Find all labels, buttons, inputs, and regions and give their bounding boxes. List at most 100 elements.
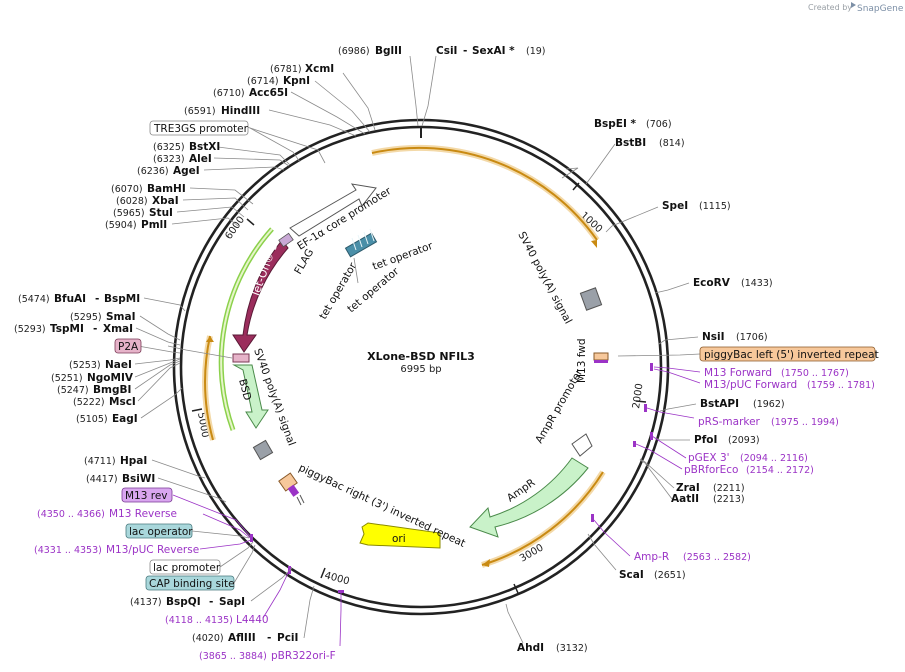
p2a-feature[interactable] xyxy=(232,353,250,363)
svg-text:(6710): (6710) xyxy=(213,88,245,99)
svg-text:(2154 .. 2172): (2154 .. 2172) xyxy=(746,465,814,476)
svg-text:(6028): (6028) xyxy=(116,196,148,207)
enzyme-spei: SpeI(1115) xyxy=(662,200,731,212)
enzyme-hpai: (4711)HpaI xyxy=(84,455,147,467)
enzyme-nsii: NsiI(1706) xyxy=(702,331,768,343)
sv40-right-label: SV40 poly(A) signal xyxy=(515,230,574,326)
feature-tag-p2a[interactable]: P2A xyxy=(114,338,142,354)
enzyme-agei: (6236)AgeI xyxy=(137,165,200,177)
enzyme-ngomiv: (5251) NgoMIV xyxy=(51,372,134,384)
credit-prefix: Created by xyxy=(808,3,852,12)
ef1a-promoter-feature[interactable] xyxy=(289,183,377,237)
enzyme-afliii: (4020)AflIII-PciI xyxy=(192,632,298,644)
svg-text:(5251): (5251) xyxy=(51,373,83,384)
svg-text:StuI: StuI xyxy=(149,207,173,219)
feature-tag-tre3gs[interactable]: TRE3GS promoter xyxy=(149,120,249,136)
svg-text:PciI: PciI xyxy=(277,632,298,644)
enzyme-alei: (6323)AleI xyxy=(153,153,212,165)
tet-operator-cluster[interactable] xyxy=(344,228,378,258)
svg-text:-: - xyxy=(93,323,97,335)
bsd-feature[interactable] xyxy=(232,364,269,429)
svg-text:(6591): (6591) xyxy=(184,106,216,117)
svg-text:(5904): (5904) xyxy=(105,220,137,231)
enzyme-csii: CsiI-SexAI *(19) xyxy=(436,45,546,57)
sv40-left-feature[interactable] xyxy=(252,439,274,461)
svg-text:XmaI: XmaI xyxy=(103,323,133,335)
enzyme-ecorv: EcoRV(1433) xyxy=(693,277,773,289)
sv40-right-feature[interactable] xyxy=(579,287,603,311)
svg-text:P2A: P2A xyxy=(118,341,139,353)
svg-text:PmlI: PmlI xyxy=(141,219,167,231)
enzyme-bspqi: (4137)BspQI-SapI xyxy=(130,596,245,608)
m13fwd-feature[interactable] xyxy=(594,360,608,363)
plasmid-length: 6995 bp xyxy=(400,364,441,375)
svg-text:Amp-R: Amp-R xyxy=(634,551,669,563)
svg-text:(4118 .. 4135): (4118 .. 4135) xyxy=(165,615,233,626)
ori-label: ori xyxy=(392,533,406,545)
svg-text:L4440: L4440 xyxy=(236,614,269,626)
svg-text:pGEX 3': pGEX 3' xyxy=(688,452,730,464)
teton-3g-feature[interactable] xyxy=(232,239,289,353)
svg-text:(3865 .. 3884): (3865 .. 3884) xyxy=(199,651,267,662)
svg-text:(19): (19) xyxy=(526,46,546,57)
svg-text:BspEI *: BspEI * xyxy=(594,118,637,130)
svg-text:(5222): (5222) xyxy=(73,397,105,408)
svg-text:(4417): (4417) xyxy=(86,474,118,485)
feature-tag-cap-binding[interactable]: CAP binding site xyxy=(145,575,235,591)
primer-leaders xyxy=(172,366,701,647)
primer-l4440: (4118 .. 4135)L4440 xyxy=(165,614,269,626)
svg-text:CsiI: CsiI xyxy=(436,45,457,57)
flag-feature[interactable] xyxy=(278,232,294,248)
pbac-left-feature[interactable] xyxy=(593,352,609,361)
primer-m13puc-reverse: (4331 .. 4353)M13/pUC Reverse xyxy=(34,544,199,556)
feature-tag-m13rev[interactable]: M13 rev xyxy=(121,487,173,503)
svg-text:PfoI: PfoI xyxy=(694,434,717,446)
lac-markers xyxy=(296,494,305,506)
svg-text:(3132): (3132) xyxy=(556,643,588,654)
ampr-feature[interactable] xyxy=(469,457,589,538)
ampr-promoter-feature[interactable] xyxy=(571,433,593,457)
ampr-promoter-label: AmpR promoter xyxy=(533,367,585,446)
svg-text:KpnI: KpnI xyxy=(283,75,310,87)
svg-text:BstBI: BstBI xyxy=(615,137,646,149)
svg-text:-: - xyxy=(463,45,467,57)
enzyme-pfoi: PfoI(2093) xyxy=(694,434,760,446)
svg-text:(4711): (4711) xyxy=(84,456,116,467)
m13rev-small-feature[interactable] xyxy=(287,484,300,497)
svg-text:(706): (706) xyxy=(646,119,672,130)
enzyme-bglii: (6986)BglII xyxy=(338,45,402,57)
svg-text:M13/pUC Forward: M13/pUC Forward xyxy=(704,379,797,391)
primer-m13puc-forward: M13/pUC Forward(1759 .. 1781) xyxy=(704,379,875,391)
svg-text:M13 Reverse: M13 Reverse xyxy=(109,508,177,520)
svg-text:pBR322ori-F: pBR322ori-F xyxy=(271,650,336,662)
svg-text:BglII: BglII xyxy=(375,45,402,57)
svg-text:HindIII: HindIII xyxy=(221,105,260,117)
svg-text:(5247): (5247) xyxy=(57,385,89,396)
m13fwd-label: M13 fwd xyxy=(576,338,588,383)
svg-text:NgoMIV: NgoMIV xyxy=(87,372,134,384)
svg-text:(5293): (5293) xyxy=(14,324,46,335)
svg-text:(4020): (4020) xyxy=(192,633,224,644)
svg-text:(2651): (2651) xyxy=(654,570,686,581)
feature-tag-lac-operator[interactable]: lac operator xyxy=(125,523,193,539)
svg-text:AleI: AleI xyxy=(189,153,212,165)
svg-text:(5965): (5965) xyxy=(113,208,145,219)
feature-tag-pbac-left[interactable]: piggyBac left (5') inverted repeat xyxy=(699,346,879,362)
flag-label: FLAG xyxy=(292,247,316,277)
svg-text:(6714): (6714) xyxy=(247,76,279,87)
svg-text:(4350 .. 4366): (4350 .. 4366) xyxy=(37,509,105,520)
svg-text:(2563 .. 2582): (2563 .. 2582) xyxy=(683,552,751,563)
svg-text:-: - xyxy=(209,596,213,608)
svg-text:MscI: MscI xyxy=(109,396,136,408)
ori-feature[interactable] xyxy=(359,522,441,549)
svg-text:(1115): (1115) xyxy=(699,201,731,212)
svg-text:AatII: AatII xyxy=(671,493,699,505)
feature-tag-lac-promoter[interactable]: lac promoter xyxy=(149,559,221,575)
svg-text:(5105): (5105) xyxy=(76,414,108,425)
svg-text:(1706): (1706) xyxy=(736,332,768,343)
svg-text:BstXI: BstXI xyxy=(189,141,220,153)
svg-text:(814): (814) xyxy=(659,138,685,149)
svg-text:AgeI: AgeI xyxy=(173,165,200,177)
tick-4000: 4000 xyxy=(323,570,350,587)
